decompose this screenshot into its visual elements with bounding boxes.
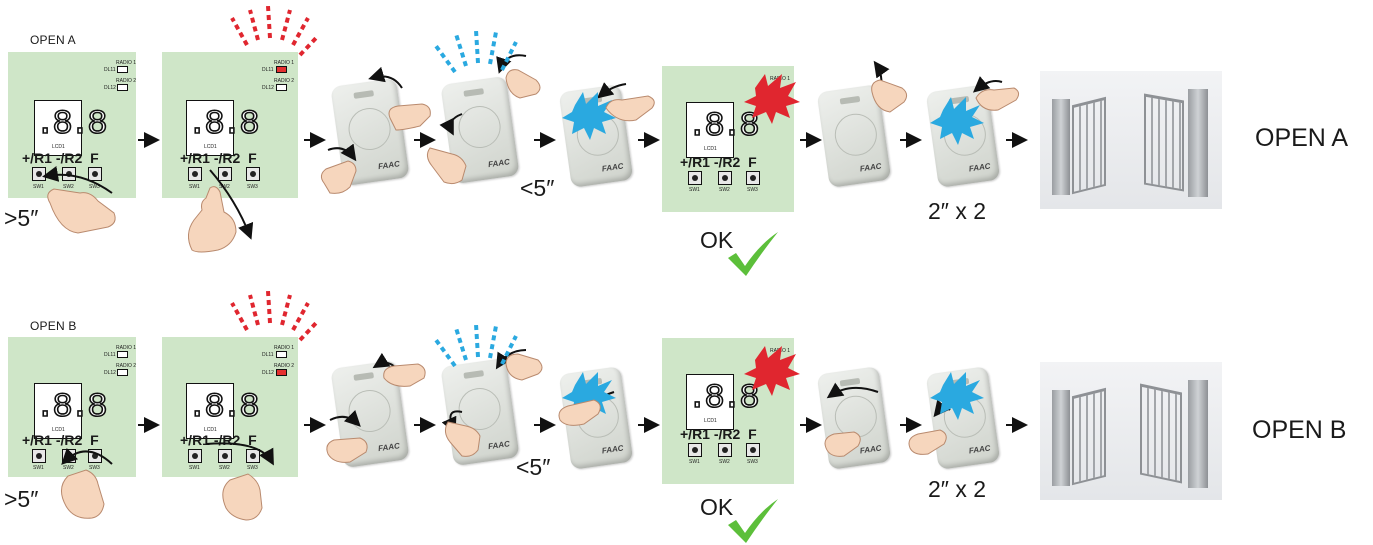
- flash-burst-icon: [562, 74, 984, 420]
- signal-waves-icon: [232, 291, 318, 340]
- hand-press-icon: [48, 70, 1019, 520]
- signal-waves-icon: [436, 30, 516, 72]
- signal-waves-icon: [436, 324, 516, 366]
- signal-waves-icon: [232, 6, 318, 55]
- curved-arrow-icon: [46, 55, 1002, 464]
